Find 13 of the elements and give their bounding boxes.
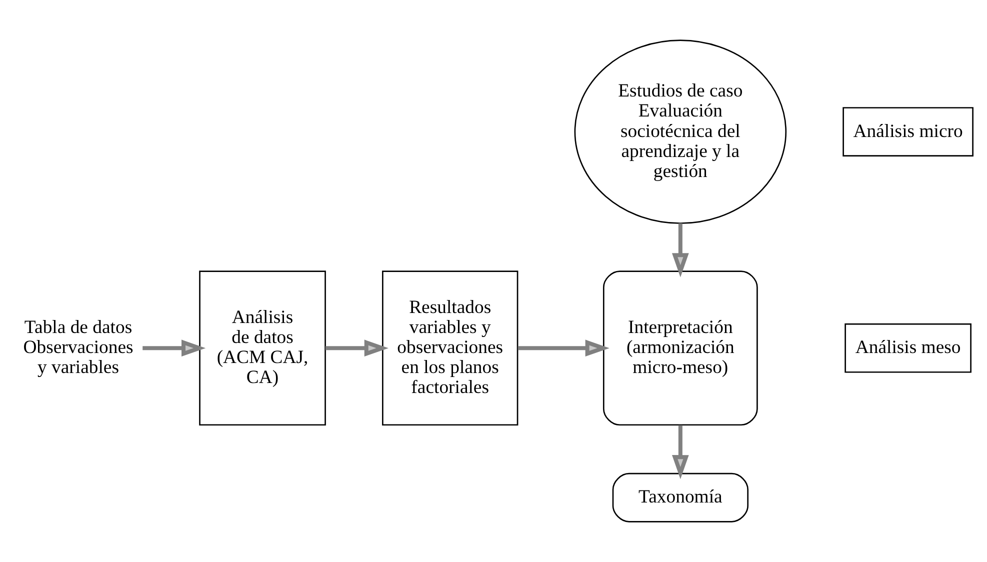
arrow bbox=[672, 425, 689, 480]
node-box: Interpretación (armonización micro-meso) bbox=[602, 270, 758, 426]
arrow bbox=[142, 340, 206, 357]
arrow bbox=[325, 340, 388, 357]
node-box: Análisis de datos (ACM CAJ, CA) bbox=[199, 270, 326, 426]
arrow bbox=[672, 223, 689, 278]
node-box: Análisis meso bbox=[844, 323, 972, 373]
arrow bbox=[518, 340, 610, 357]
node-box: Resultados variables y observaciones en los planos factoriales bbox=[382, 270, 518, 426]
node-text: Tabla de datos Observaciones y variables bbox=[23, 317, 134, 378]
node-ellipse: Estudios de caso Evaluación sociotécnica del aprendizaje y la gestión bbox=[574, 40, 787, 224]
node-box: Análisis micro bbox=[842, 107, 974, 156]
node-box: Taxonomía bbox=[612, 472, 749, 522]
